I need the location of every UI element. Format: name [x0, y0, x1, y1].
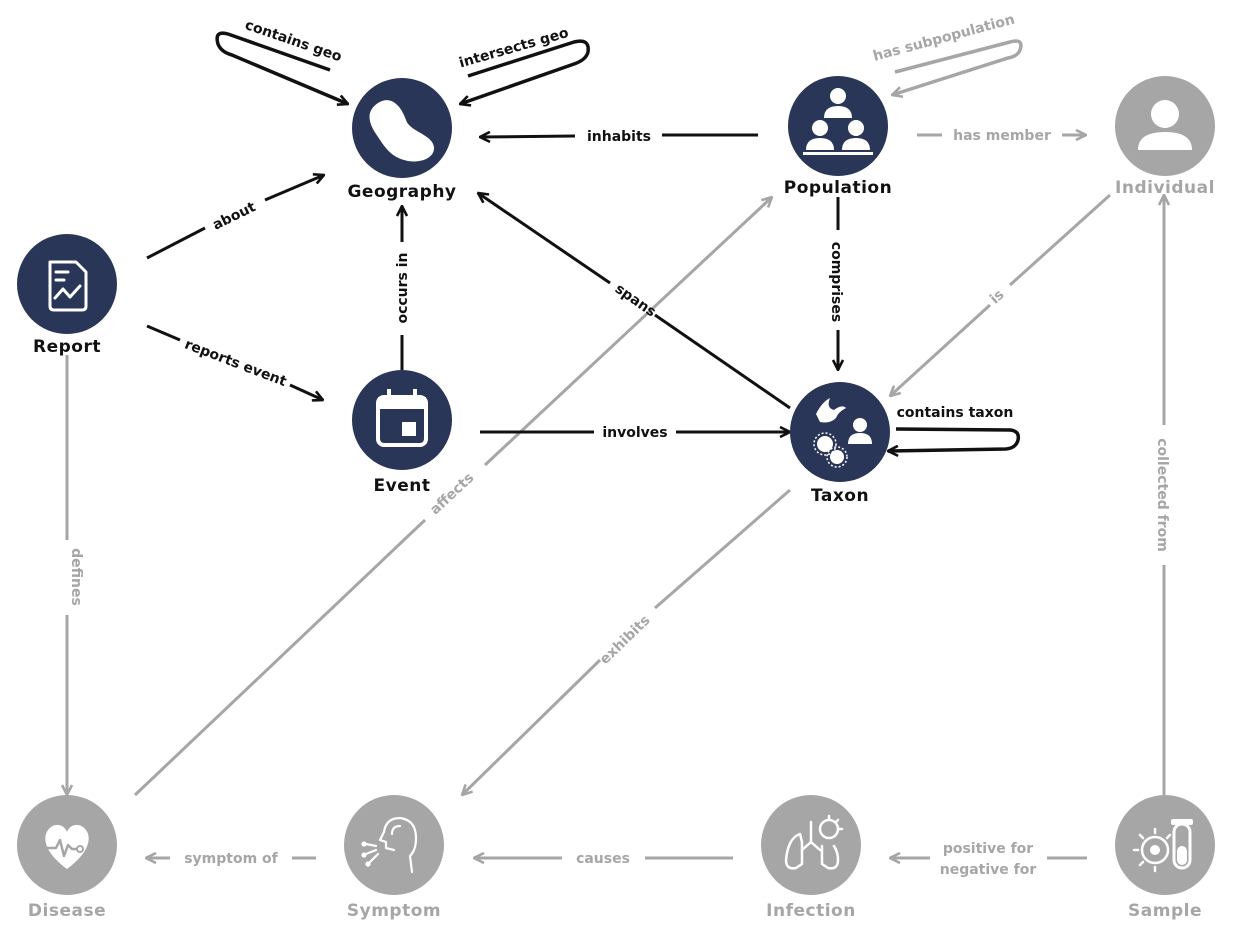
- edge-causes: causes: [474, 851, 733, 867]
- edge-label-inhabits: inhabits: [587, 129, 651, 145]
- edge-label-positive-for: positive for: [943, 841, 1033, 857]
- node-label-population: Population: [784, 178, 892, 198]
- node-label-infection: Infection: [766, 901, 856, 921]
- node-disease[interactable]: Disease: [17, 795, 117, 921]
- edge-label-has-member: has member: [953, 128, 1051, 144]
- edge-affects: affects: [133, 197, 772, 797]
- edge-label-negative-for: negative for: [940, 862, 1037, 878]
- edge-label-has-subpopulation: has subpopulation: [871, 12, 1016, 65]
- node-label-report: Report: [33, 337, 101, 357]
- virus-tube-icon: [1132, 819, 1193, 873]
- edge-is: is: [890, 193, 1112, 396]
- node-label-event: Event: [374, 476, 431, 496]
- edge-label-collected-from: collected from: [1154, 438, 1170, 552]
- node-label-geography: Geography: [347, 182, 456, 202]
- edge-label-reports-event: reports event: [182, 337, 288, 391]
- edge-positive-negative-for: positive for negative for: [890, 841, 1087, 878]
- lungs-icon: [784, 814, 844, 870]
- node-label-disease: Disease: [28, 901, 106, 921]
- edge-exhibits: exhibits: [462, 488, 791, 795]
- edge-symptom-of: symptom of: [146, 851, 316, 867]
- report-icon: [48, 260, 88, 312]
- edge-label-comprises: comprises: [828, 242, 844, 322]
- edge-label-defines: defines: [68, 548, 84, 606]
- edge-label-causes: causes: [576, 851, 630, 867]
- edge-label-exhibits: exhibits: [597, 612, 654, 667]
- edge-label-occurs-in: occurs in: [395, 252, 411, 323]
- node-label-sample: Sample: [1128, 901, 1202, 921]
- edge-label-symptom-of: symptom of: [184, 851, 278, 867]
- edge-label-affects: affects: [427, 470, 477, 518]
- node-event[interactable]: Event: [352, 370, 452, 496]
- node-individual[interactable]: Individual: [1115, 76, 1215, 198]
- edge-label-involves: involves: [602, 425, 667, 441]
- edge-intersects-geo: intersects geo: [457, 25, 590, 104]
- blob-icon: [369, 100, 435, 162]
- node-geography[interactable]: Geography: [347, 78, 456, 202]
- edge-about: about: [146, 175, 324, 260]
- edge-reports-event: reports event: [146, 324, 323, 400]
- group-icon: [803, 88, 873, 155]
- node-report[interactable]: Report: [17, 234, 117, 357]
- sneeze-icon: [361, 816, 418, 874]
- edge-has-member: has member: [917, 128, 1086, 144]
- calendar-icon: [376, 389, 428, 447]
- edge-comprises: comprises: [828, 197, 844, 370]
- node-sample[interactable]: Sample: [1115, 795, 1215, 921]
- edge-collected-from: collected from: [1154, 195, 1170, 795]
- edge-inhabits: inhabits: [480, 129, 758, 145]
- heart-icon: [42, 824, 89, 869]
- node-taxon[interactable]: Taxon: [790, 382, 890, 506]
- edge-label-contains-taxon: contains taxon: [897, 405, 1014, 421]
- edge-occurs-in: occurs in: [395, 206, 411, 370]
- node-infection[interactable]: Infection: [761, 795, 861, 921]
- node-label-symptom: Symptom: [347, 901, 441, 921]
- edge-contains-taxon: contains taxon: [888, 405, 1021, 451]
- edge-contains-geo: contains geo: [215, 17, 348, 104]
- edge-label-spans: spans: [612, 281, 659, 321]
- edge-involves: involves: [480, 425, 790, 441]
- edge-has-subpopulation: has subpopulation: [871, 12, 1023, 95]
- taxon-icon: [813, 398, 872, 468]
- node-label-individual: Individual: [1115, 178, 1215, 198]
- edge-label-is: is: [987, 287, 1007, 308]
- node-label-taxon: Taxon: [811, 486, 869, 506]
- person-icon: [1138, 100, 1192, 150]
- edge-defines: defines: [67, 355, 84, 795]
- node-symptom[interactable]: Symptom: [344, 795, 444, 921]
- edge-label-about: about: [210, 199, 258, 234]
- node-population[interactable]: Population: [784, 76, 892, 198]
